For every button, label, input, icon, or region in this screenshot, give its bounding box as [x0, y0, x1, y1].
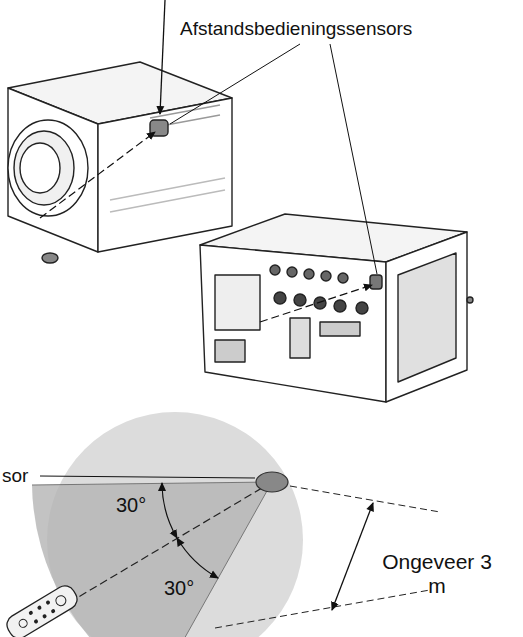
projector-front [8, 62, 232, 263]
reception-cone [32, 482, 272, 637]
dimension-line [290, 486, 440, 512]
sensor-symbol [256, 472, 288, 492]
angle-arc [162, 483, 177, 538]
dimension-arrow [332, 503, 373, 610]
pointer-arrow [160, 0, 165, 114]
leader-line [170, 44, 300, 124]
leader-line [40, 476, 255, 478]
part-label: sor [2, 465, 28, 487]
dimension-line [215, 590, 430, 628]
angle-arc [177, 538, 218, 578]
signal-line [260, 285, 372, 322]
leader-line [330, 44, 377, 274]
part-label: Afstandsbedieningssensors [180, 18, 412, 40]
angle-label: 30° [164, 577, 194, 600]
projector-rear [200, 214, 473, 402]
cone-edge [32, 482, 272, 485]
angle-label: 30° [116, 494, 146, 517]
remote-control [3, 582, 81, 637]
cone-edge [155, 482, 272, 637]
signal-line [40, 132, 155, 218]
dimension-label: Ongeveer 3 m [382, 550, 492, 598]
axis-line [60, 482, 272, 608]
